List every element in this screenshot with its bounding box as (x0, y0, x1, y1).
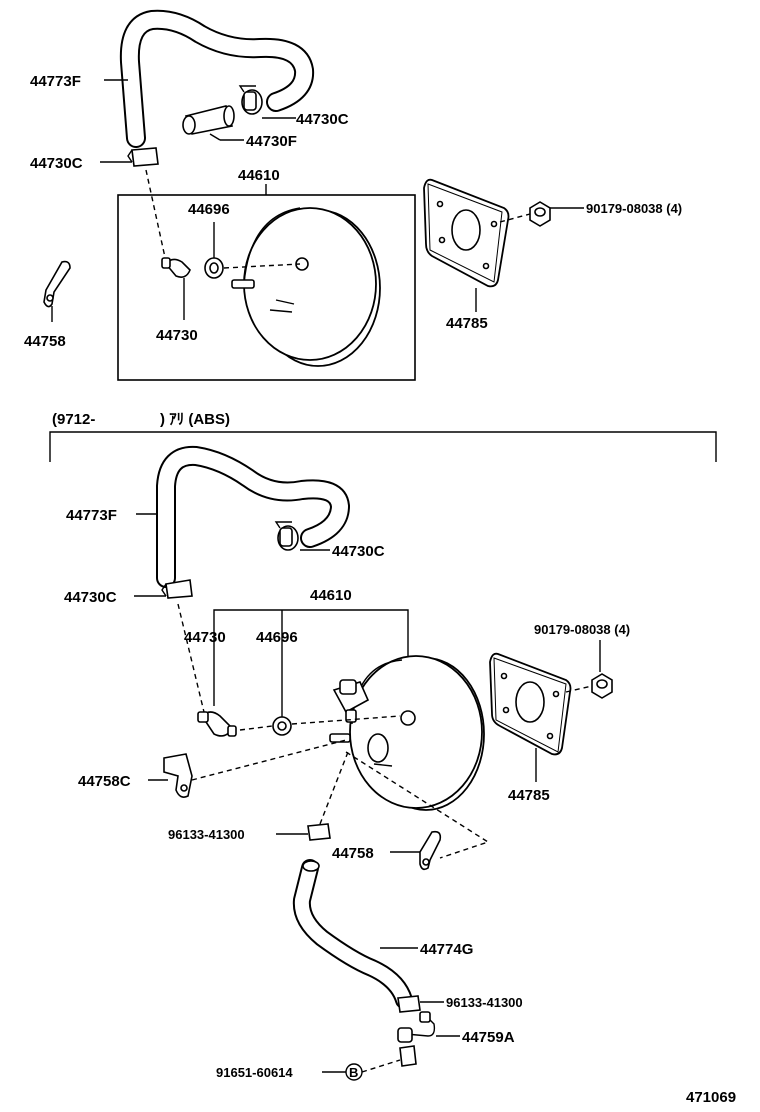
bottom-clip-right-label: 44730C (332, 543, 385, 560)
bottom-bracket-c (163, 753, 193, 798)
bolt-callout-letter: B (349, 1065, 358, 1080)
bottom-bolt-label: 91651-60614 (216, 1065, 293, 1080)
bottom-bracket (419, 830, 442, 871)
top-nut-label: 90179-08038 (4) (586, 201, 682, 216)
bottom-grommet-label: 44696 (256, 629, 298, 646)
top-check-valve (161, 257, 191, 278)
bottom-clamp-upper (307, 823, 331, 841)
bottom-vacuum-hose (156, 445, 350, 588)
bottom-nut-label: 90179-08038 (4) (534, 622, 630, 637)
bottom-clamp-lower (397, 995, 421, 1013)
bottom-gasket-label: 44785 (508, 787, 550, 804)
top-nut (529, 201, 551, 227)
top-hose-label: 44773F (30, 73, 81, 90)
bottom-lower-hose-label: 44774G (420, 941, 473, 958)
top-gasket-label: 44785 (446, 315, 488, 332)
bottom-union (397, 1011, 436, 1067)
bottom-bracket-label: 44758 (332, 845, 374, 862)
bottom-clamp-upper-label: 96133-41300 (168, 827, 245, 842)
top-bracket-label: 44758 (24, 333, 66, 350)
bottom-grommet (272, 716, 292, 736)
bottom-clip-left-label: 44730C (64, 589, 117, 606)
top-gasket (423, 178, 510, 288)
bottom-clip-left (161, 579, 193, 599)
bottom-check-valve-label: 44730 (184, 629, 226, 646)
top-section: 44773F 44730C 44730F 44730C 44610 (24, 9, 682, 381)
bottom-bracket-c-label: 44758C (78, 773, 131, 790)
top-grommet-label: 44696 (188, 201, 230, 218)
top-vacuum-hose (119, 9, 315, 148)
top-pipe (182, 105, 235, 135)
bottom-gasket (489, 652, 572, 756)
bottom-clip-right (274, 521, 299, 551)
top-clip-right (238, 85, 263, 115)
top-grommet (204, 257, 224, 279)
top-pipe-label: 44730F (246, 133, 297, 150)
bottom-lower-hose (292, 859, 413, 1009)
bottom-booster-assy-label: 44610 (310, 587, 352, 604)
bottom-check-valve (197, 711, 237, 737)
top-bracket (43, 260, 71, 308)
bottom-section: (9712- ) ｱﾘ (ABS) 44773F 44730C 44730C 4… (49, 411, 717, 1081)
top-clip-left (127, 147, 159, 167)
top-check-valve-label: 44730 (156, 327, 198, 344)
range-start-label: (9712- (52, 411, 95, 428)
figure-number: 471069 (686, 1089, 736, 1106)
top-clip-right-label: 44730C (296, 111, 349, 128)
top-brake-booster (231, 207, 381, 367)
bottom-clamp-lower-label: 96133-41300 (446, 995, 523, 1010)
bottom-union-label: 44759A (462, 1029, 515, 1046)
range-end-label: ) ｱﾘ (ABS) (160, 411, 230, 428)
top-booster-assy-label: 44610 (238, 167, 280, 184)
bottom-brake-booster (329, 655, 485, 811)
bottom-hose-label: 44773F (66, 507, 117, 524)
bottom-nut (591, 673, 613, 699)
top-clip-left-label: 44730C (30, 155, 83, 172)
